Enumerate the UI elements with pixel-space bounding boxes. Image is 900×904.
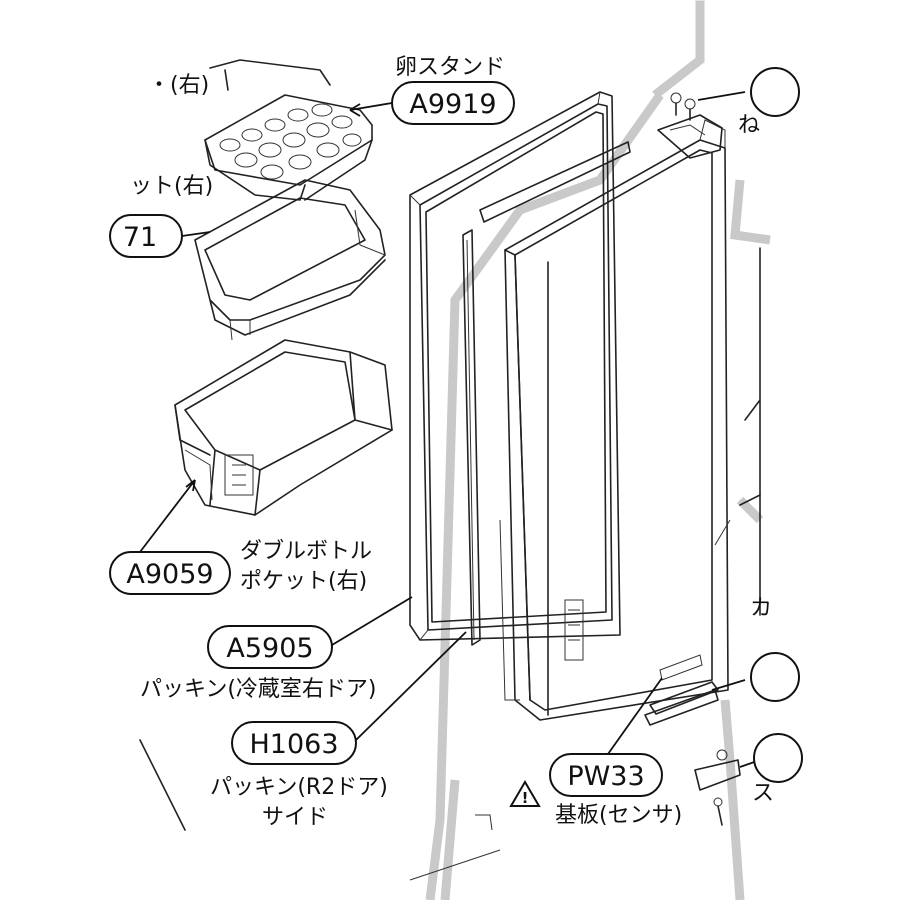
part-code-a9919: A9919 [409,89,496,120]
door-body-drawing [499,114,729,721]
part-code-a9059: A9059 [126,559,213,590]
warning-triangle-icon [509,780,541,807]
part-name-h1063-line2: サイド [262,805,328,830]
callout-a9059: A9059 ダブルボトル ポケット(右) [109,479,372,595]
door-gasket-drawing [409,91,631,641]
part-code-h1063: H1063 [249,729,338,760]
part-name-h1063-line1: パッキン(R2ドア) [210,775,388,800]
part-code-pw33: PW33 [567,761,644,792]
part-name-pw33: 基板(センサ) [555,803,682,828]
callout-h1063: H1063 パッキン(R2ドア) サイド [210,631,467,830]
lower-left-cut-drawing [139,739,501,881]
callout-a9919: A9919 卵スタンド [349,55,515,125]
callout-pw33: ! PW33 基板(センサ) [509,677,682,828]
upper-pocket-drawing [194,179,386,341]
part-name-a5905: パッキン(冷蔵室右ドア) [140,677,377,702]
cropped-label-top: ・(右) [148,73,209,98]
cropped-label-su: ス [752,781,774,806]
cropped-label-ne: ね [738,113,760,138]
part-code-a5905: A5905 [226,633,313,664]
cropped-callout-circles [750,67,803,783]
sensor-board-drawing [644,654,761,826]
cropped-label-pocket: ット(右) [130,174,213,199]
svg-text:!: ! [522,789,529,807]
part-name-a9059-line1: ダブルボトル [240,539,372,564]
section-cut-lines [425,0,771,901]
side-gasket-drawing [462,229,481,646]
cropped-label-ka: カ [750,596,772,621]
part-name-a9059-line2: ポケット(右) [240,569,367,594]
callout-a5905: A5905 パッキン(冷蔵室右ドア) [140,596,413,702]
screw-parts-drawing [670,91,746,121]
part-name-a9919: 卵スタンド [395,55,505,80]
bottle-pocket-drawing [174,339,393,516]
egg-stand-drawing [204,59,373,201]
right-panel-drawing [714,247,761,616]
partial-code-71: 71 [123,222,157,253]
callout-partial-71: 71 [109,214,211,258]
